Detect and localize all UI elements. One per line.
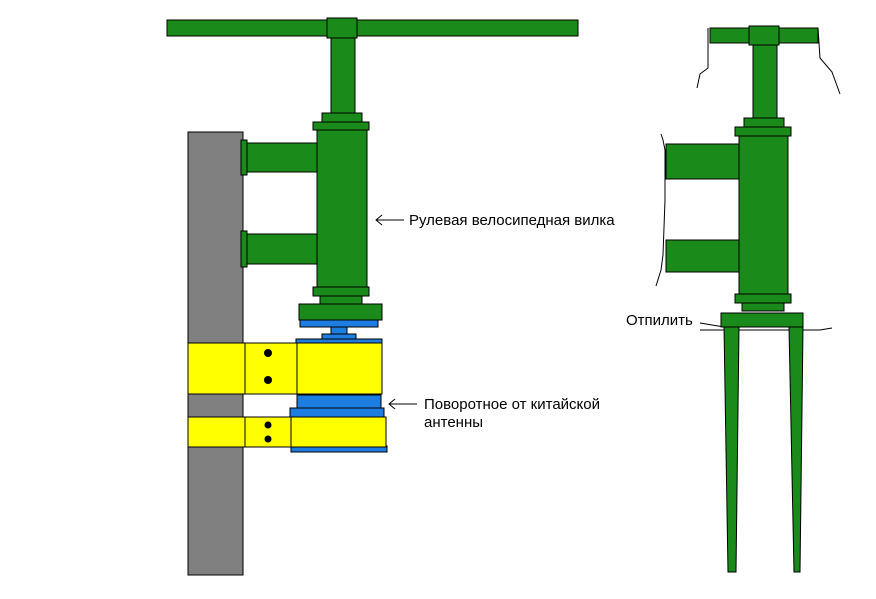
- cut-lower-headset-ring: [741, 302, 785, 312]
- cut-upper-bracket-arm: [665, 143, 740, 180]
- upper-yellow-clamp: [187, 342, 383, 395]
- fork-right-blade: [788, 326, 804, 573]
- sketch-outline: [655, 27, 841, 331]
- cut-upper-headset-cup: [734, 126, 792, 137]
- clamp-bolts: [264, 349, 272, 443]
- lower-yellow-clamp: [187, 416, 387, 448]
- cut-lower-headset-cup: [734, 293, 792, 304]
- lower-headset-ring: [319, 295, 363, 305]
- lower-bracket-arm: [242, 233, 318, 265]
- handlebar-crossbar: [166, 19, 579, 37]
- rotator-collar: [321, 333, 357, 340]
- lower-headset-cup: [312, 286, 370, 297]
- cut-label: Отпилить: [626, 312, 693, 329]
- rotator-label-line2: антенны: [424, 414, 484, 431]
- left-assembly: [166, 17, 579, 576]
- rotator-label-line1: Поворотное от китайской: [424, 396, 600, 413]
- rotator-top-plate: [299, 319, 379, 328]
- upper-bracket-clamp: [240, 139, 248, 176]
- head-tube: [316, 129, 368, 288]
- upper-bracket-arm: [242, 142, 318, 173]
- right-assembly: [665, 25, 819, 573]
- handlebar-stem-collar: [326, 17, 358, 39]
- cut-upper-headset-ring: [743, 117, 785, 128]
- fork-label: Рулевая велосипедная вилка: [409, 212, 615, 229]
- fork-crown-base: [298, 303, 383, 321]
- cut-steerer-tube: [752, 44, 778, 119]
- cut-handlebar-collar: [748, 25, 780, 46]
- fork-left-blade: [723, 326, 740, 573]
- rotator-body: [296, 394, 382, 409]
- cut-lower-bracket-arm: [665, 239, 740, 273]
- cut-head-tube: [738, 135, 789, 295]
- lower-bracket-clamp: [240, 230, 248, 268]
- annotation-arrows: [375, 214, 725, 410]
- fork-crown: [720, 312, 804, 328]
- steerer-tube: [330, 37, 356, 115]
- upper-headset-ring: [321, 112, 363, 123]
- upper-headset-cup: [312, 121, 370, 131]
